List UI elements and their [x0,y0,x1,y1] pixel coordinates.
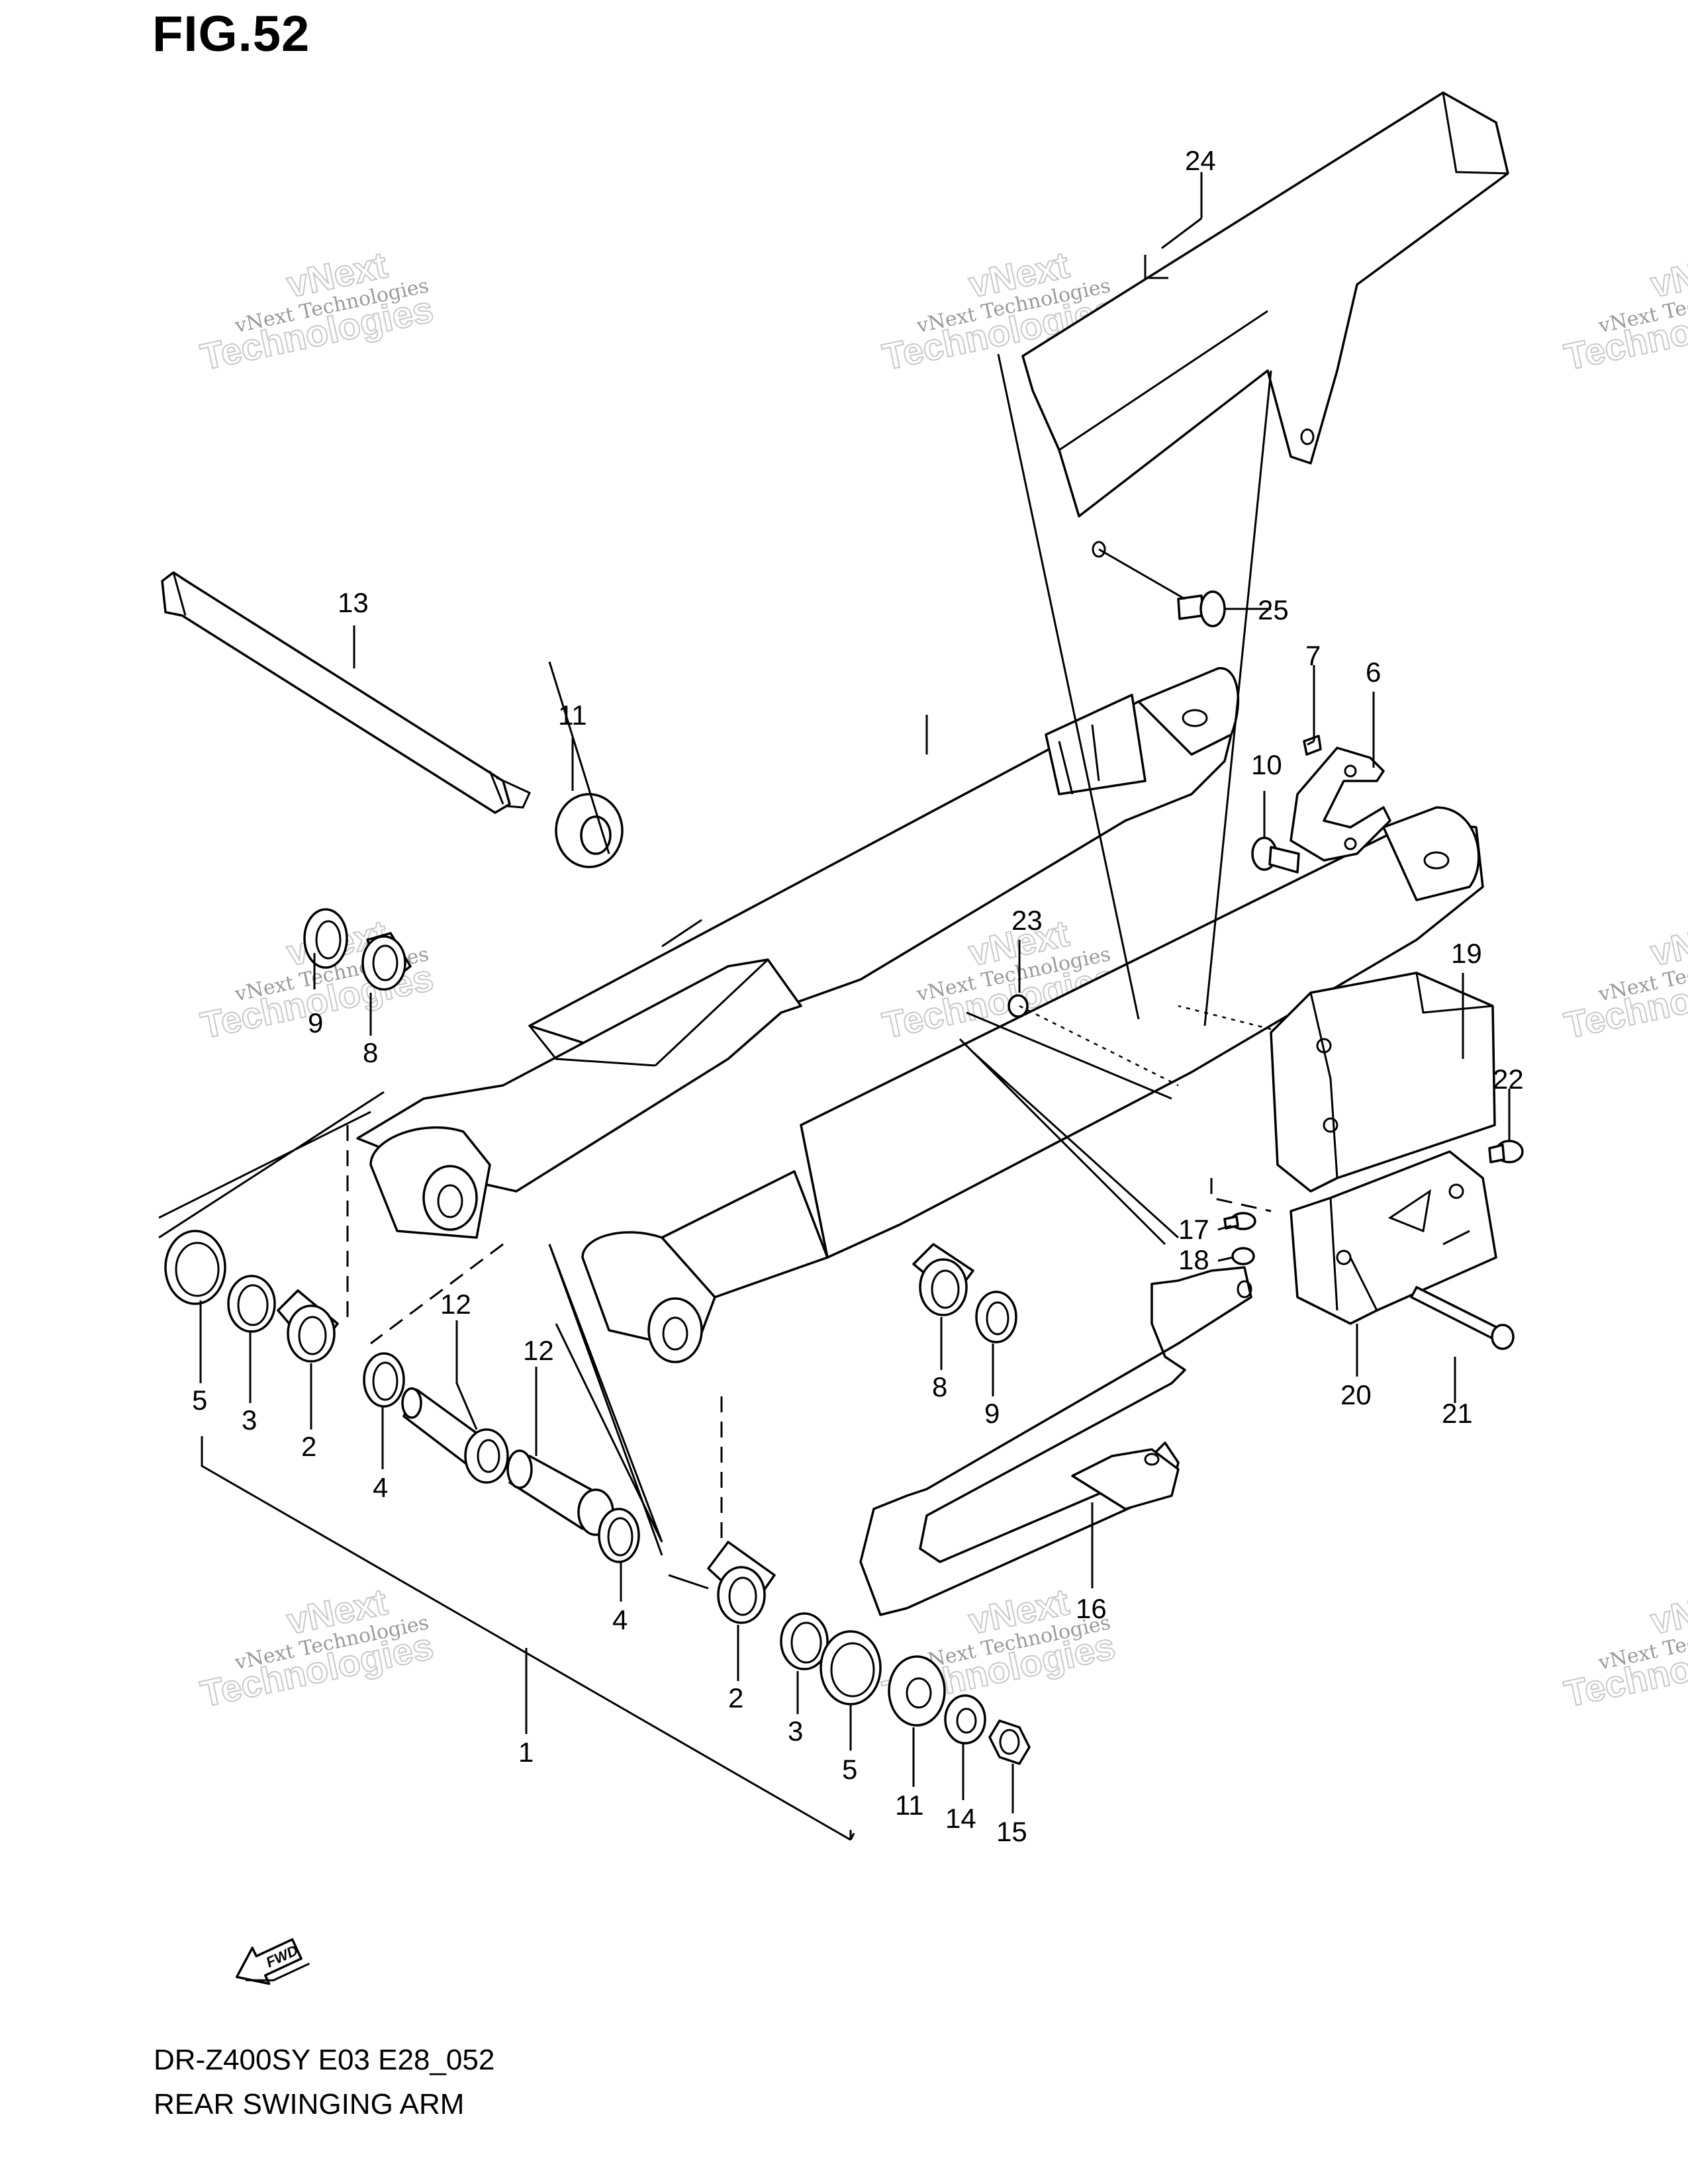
part-4-seal-right [598,1508,640,1563]
callout-6: 6 [1366,657,1381,688]
callout-21: 21 [1442,1398,1473,1429]
fwd-arrow-icon: FWD [235,1938,310,1985]
callout-22: 22 [1493,1064,1524,1095]
callout-12-right: 12 [523,1335,554,1366]
callout-14: 14 [945,1803,976,1834]
callouts: 24 25 13 11 7 6 10 23 19 9 8 22 17 18 12… [192,145,1524,1847]
watermark: Technologies vNext vNext Technologies [197,243,438,379]
callout-7: 7 [1305,640,1321,671]
part-19-chain-slider [1270,972,1496,1193]
part-11-washer-lower [888,1655,946,1727]
watermark-vnext: vNext [1647,912,1688,974]
part-18-washer [1231,1247,1255,1265]
part-2-bearing-left [277,1289,339,1363]
part-5-seal-left [164,1230,226,1305]
callout-25: 25 [1258,594,1289,625]
callout-10: 10 [1251,749,1282,780]
part-14-washer [944,1694,986,1745]
part-10-bolt [1251,837,1300,874]
part-8-bearing-lower [912,1243,974,1316]
callout-17: 17 [1178,1214,1209,1245]
watermark-vnext: vNext [1647,1580,1688,1642]
callout-12-left: 12 [440,1289,471,1320]
part-2-bearing-right [707,1541,776,1624]
figure-title: FIG.52 [152,6,310,62]
callout-4-right: 4 [612,1604,628,1635]
callout-8-lower: 8 [932,1371,947,1402]
part-24-chain-case [1021,91,1509,558]
callout-11: 11 [558,700,587,731]
callout-1: 1 [518,1737,534,1768]
part-23-bolt [1008,994,1029,1018]
callout-3-right: 3 [788,1715,803,1747]
callout-2-right: 2 [728,1682,743,1713]
part-3-washer-left [227,1275,276,1333]
callout-11-lower: 11 [895,1790,924,1821]
part-9-seal-upper [303,908,348,969]
part-20-chain-guide [1289,1150,1497,1325]
callout-3-left: 3 [242,1404,257,1435]
part-3-washer-right [780,1612,829,1670]
callout-8-upper: 8 [363,1037,378,1068]
callout-16: 16 [1076,1593,1107,1624]
part-6-bracket [1289,747,1391,862]
part-16-chain-buffer [859,1266,1252,1616]
callout-23: 23 [1011,905,1043,936]
watermark: Technologies vNext vNext Technologies [197,1580,438,1715]
watermark: Technologies vNext vNext Technologies [1560,243,1688,379]
callout-5-left: 5 [192,1385,207,1416]
part-13-pivot-shaft [161,571,531,814]
part-11-washer-upper [555,793,624,868]
part-8-bearing-upper [361,932,412,991]
part-7-bolt [1303,735,1322,756]
part-4-seal-left [363,1352,405,1408]
callout-20: 20 [1340,1379,1372,1410]
leader-lines [158,172,1511,1841]
callout-4-left: 4 [373,1472,388,1503]
part-22-bolt [1488,1140,1524,1163]
callout-2-left: 2 [301,1431,316,1462]
callout-9-lower: 9 [984,1398,1000,1429]
callout-13: 13 [338,587,369,618]
part-21-bolt [1410,1286,1515,1350]
part-12-collar-left [401,1387,509,1484]
part-1-swing-arm [356,667,1484,1363]
part-9-seal-lower [975,1291,1017,1343]
callout-19: 19 [1451,938,1482,969]
model-code: DR-Z400SY E03 E28_052 [154,2044,495,2076]
watermark-vnext: vNext [1647,244,1688,305]
part-12-collar-right [506,1449,614,1536]
watermark: Technologies vNext vNext Technologies [1560,911,1688,1047]
watermark: Technologies vNext vNext Technologies [1560,1580,1688,1715]
part-5-seal-right [820,1630,882,1706]
part-25-screw [1098,548,1226,627]
callout-5-right: 5 [842,1754,857,1785]
callout-24: 24 [1185,145,1216,176]
part-15-nut [988,1719,1031,1765]
callout-18: 18 [1178,1244,1209,1275]
part-17-screw [1223,1212,1256,1230]
callout-15: 15 [996,1816,1027,1847]
callout-9-upper: 9 [308,1007,323,1038]
diagram-name: REAR SWINGING ARM [154,2088,465,2120]
